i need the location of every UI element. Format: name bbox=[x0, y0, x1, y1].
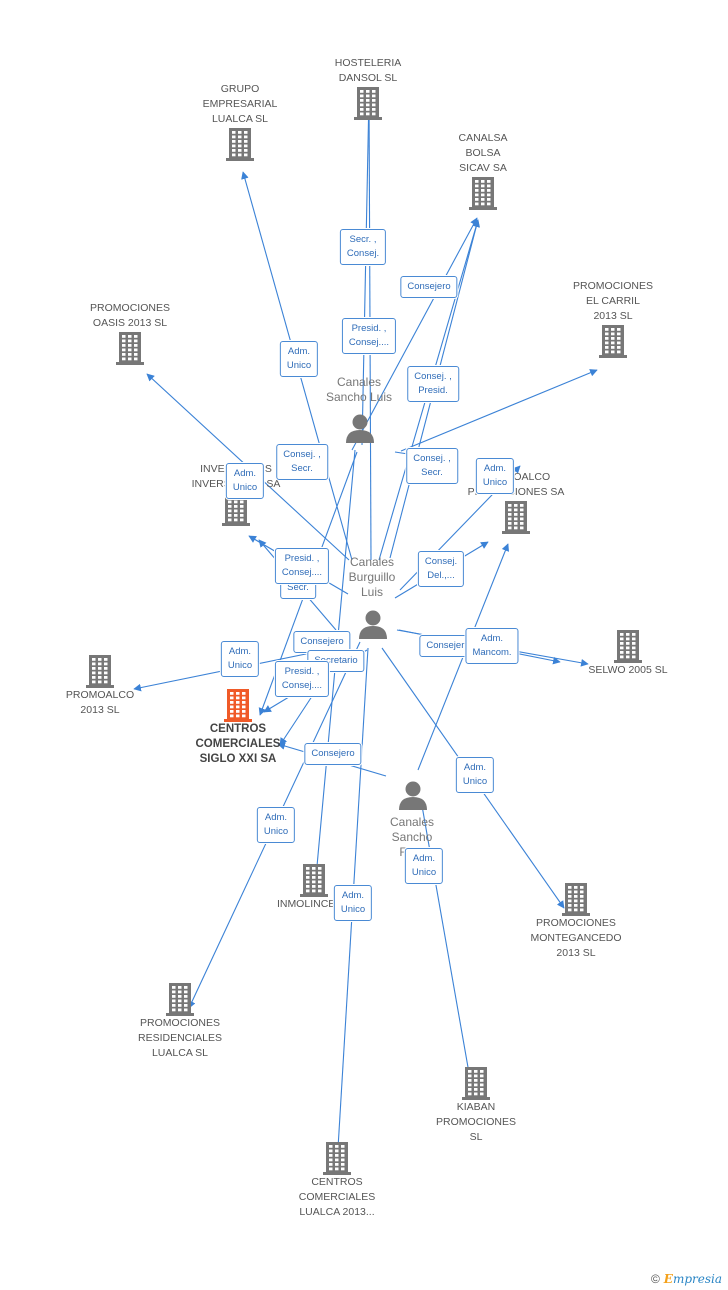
company-node-promoalco13[interactable]: PROMOALCO 2013 SL bbox=[35, 654, 165, 718]
relation-label[interactable]: Consej. , Secr. bbox=[276, 444, 328, 480]
building-icon[interactable] bbox=[225, 127, 255, 161]
relation-label[interactable]: Consej. , Presid. bbox=[407, 366, 459, 402]
company-node-grupo[interactable]: GRUPO EMPRESARIAL LUALCA SL bbox=[175, 82, 305, 161]
person-label-sancho_luis[interactable]: Canales Sancho Luis bbox=[325, 375, 393, 404]
relation-label[interactable]: Secr. , Consej. bbox=[339, 229, 387, 265]
company-node-montegancedo[interactable]: PROMOCIONES MONTEGANCEDO 2013 SL bbox=[511, 882, 641, 961]
relation-label[interactable]: Presid. , Consej.... bbox=[341, 318, 397, 354]
relation-label[interactable]: Adm. Unico bbox=[475, 458, 515, 494]
relation-label[interactable]: Adm. Unico bbox=[220, 641, 260, 677]
company-label[interactable]: CENTROS COMERCIALES LUALCA 2013... bbox=[298, 1176, 376, 1218]
company-node-kiaban[interactable]: KIABAN PROMOCIONES SL bbox=[411, 1066, 541, 1145]
building-icon[interactable] bbox=[221, 492, 251, 526]
building-icon[interactable] bbox=[561, 882, 591, 916]
building-icon[interactable] bbox=[501, 500, 531, 534]
company-label[interactable]: KIABAN PROMOCIONES SL bbox=[436, 1101, 516, 1143]
building-icon[interactable] bbox=[468, 176, 498, 210]
company-node-centros_lualca[interactable]: CENTROS COMERCIALES LUALCA 2013... bbox=[272, 1141, 402, 1220]
relation-label[interactable]: Adm. Mancom. bbox=[465, 628, 519, 664]
building-icon[interactable] bbox=[598, 324, 628, 358]
building-icon[interactable] bbox=[353, 86, 383, 120]
relation-label[interactable]: Adm. Unico bbox=[279, 341, 319, 377]
relation-label[interactable]: Adm. Unico bbox=[256, 807, 296, 843]
company-label[interactable]: CENTROS COMERCIALES SIGLO XXI SA bbox=[195, 723, 281, 765]
building-icon[interactable] bbox=[322, 1141, 352, 1175]
company-label[interactable]: PROMOCIONES RESIDENCIALES LUALCA SL bbox=[137, 1017, 223, 1059]
building-icon[interactable] bbox=[115, 331, 145, 365]
company-node-hosteleria[interactable]: HOSTELERIA DANSOL SL bbox=[303, 56, 433, 120]
person-label-burguillo[interactable]: Canales Burguillo Luis bbox=[348, 555, 396, 599]
relation-label[interactable]: Consejero bbox=[304, 743, 362, 765]
relation-label[interactable]: Adm. Unico bbox=[225, 463, 265, 499]
building-icon[interactable] bbox=[461, 1066, 491, 1100]
relation-label[interactable]: Presid. , Consej.... bbox=[274, 548, 330, 584]
building-icon[interactable] bbox=[613, 629, 643, 663]
building-icon[interactable] bbox=[223, 688, 253, 722]
company-label[interactable]: PROMOCIONES OASIS 2013 SL bbox=[90, 302, 170, 329]
relation-label[interactable]: Adm. Unico bbox=[404, 848, 444, 884]
footer-brand: © Empresia bbox=[651, 1272, 722, 1286]
company-node-oasis[interactable]: PROMOCIONES OASIS 2013 SL bbox=[65, 301, 195, 365]
relation-edge bbox=[417, 543, 510, 771]
company-label[interactable]: HOSTELERIA DANSOL SL bbox=[334, 57, 402, 84]
relation-edge bbox=[351, 217, 478, 451]
person-icon[interactable] bbox=[345, 413, 375, 443]
company-label[interactable]: PROMOCIONES EL CARRIL 2013 SL bbox=[573, 280, 653, 322]
company-label[interactable]: GRUPO EMPRESARIAL LUALCA SL bbox=[202, 83, 278, 125]
company-label[interactable]: SELWO 2005 SL bbox=[588, 664, 668, 676]
relation-label[interactable]: Consejero bbox=[400, 276, 458, 298]
company-node-selwo[interactable]: SELWO 2005 SL bbox=[563, 629, 693, 678]
building-icon[interactable] bbox=[85, 654, 115, 688]
relation-edge bbox=[400, 369, 598, 452]
relation-label[interactable]: Consej. Del.,... bbox=[417, 551, 465, 587]
company-node-centros[interactable]: CENTROS COMERCIALES SIGLO XXI SA bbox=[173, 688, 303, 767]
copyright-symbol: © bbox=[650, 1272, 660, 1286]
relation-label[interactable]: Adm. Unico bbox=[333, 885, 373, 921]
person-icon[interactable] bbox=[358, 609, 388, 639]
company-label[interactable]: PROMOALCO 2013 SL bbox=[65, 689, 135, 716]
relation-label[interactable]: Adm. Unico bbox=[455, 757, 495, 793]
building-icon[interactable] bbox=[165, 982, 195, 1016]
company-label[interactable]: CANALSA BOLSA SICAV SA bbox=[458, 132, 508, 174]
company-node-residenciales[interactable]: PROMOCIONES RESIDENCIALES LUALCA SL bbox=[115, 982, 245, 1061]
company-node-canalsa[interactable]: CANALSA BOLSA SICAV SA bbox=[418, 131, 548, 210]
relation-label[interactable]: Consej. , Secr. bbox=[406, 448, 458, 484]
company-node-carril[interactable]: PROMOCIONES EL CARRIL 2013 SL bbox=[548, 279, 678, 358]
company-node-promoalco_sa[interactable]: PROMOALCO PROMOCIONES SA bbox=[451, 470, 581, 534]
relation-label[interactable]: Presid. , Consej.... bbox=[274, 661, 330, 697]
building-icon[interactable] bbox=[299, 863, 329, 897]
person-icon[interactable] bbox=[398, 780, 428, 810]
brand-logo[interactable]: Empresia bbox=[663, 1272, 722, 1286]
relation-edge bbox=[361, 94, 373, 446]
company-label[interactable]: PROMOCIONES MONTEGANCEDO 2013 SL bbox=[530, 917, 622, 959]
